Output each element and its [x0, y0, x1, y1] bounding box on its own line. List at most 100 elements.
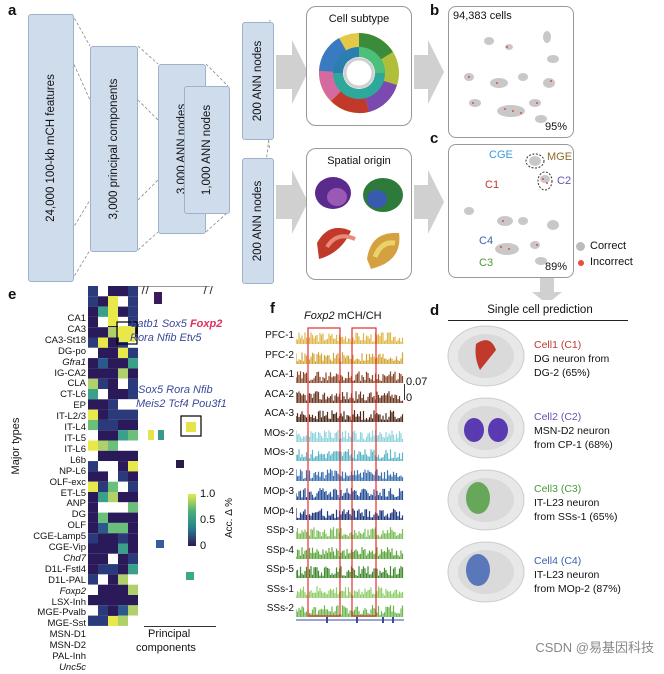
heatmap-cell: [88, 296, 98, 307]
heatmap-cell: [118, 461, 128, 472]
heatmap-row-label: MSN-D2: [49, 640, 86, 652]
heatmap-cell: [118, 564, 128, 575]
heatmap-cell: [118, 419, 128, 431]
colorbar: [188, 494, 196, 546]
brain-render: [446, 324, 526, 388]
brain-render: [446, 540, 526, 604]
heatmap-cell: [98, 389, 108, 400]
heatmap-cell: [98, 316, 108, 328]
heatmap-cell: [118, 337, 128, 348]
heatmap-cell: [128, 512, 138, 523]
legend-incorrect: Incorrect: [590, 256, 633, 268]
cell-line1: IT-L23 neuron: [534, 569, 600, 581]
heatmap-cell: [128, 553, 138, 565]
heatmap-row-label: Chd7: [63, 552, 86, 564]
pc-axis-line: [144, 626, 216, 627]
heatmap-cell: [108, 358, 118, 369]
cell-head: Cell1 (C1): [534, 339, 582, 351]
heatmap-cell: [118, 368, 128, 379]
heatmap-cell: [118, 378, 128, 389]
heatmap-cell: [88, 564, 98, 575]
track-label: ACA-1: [264, 369, 294, 380]
track-label: MOs-3: [264, 447, 294, 458]
heatmap-cell: [118, 492, 128, 503]
heatmap-cell: [98, 286, 108, 297]
heatmap-cell: [98, 337, 108, 348]
heatmap-cell: [88, 358, 98, 369]
colorbar-title-text: Acc. Δ %: [224, 498, 235, 539]
heatmap-cell: [98, 368, 108, 379]
cell-subtype-sunburst: [318, 33, 399, 114]
input-layer-label: 24,000 100-kb mCH features: [45, 74, 57, 222]
heatmap-cell: [128, 615, 138, 626]
heatmap-row-label: IT-L6: [64, 443, 86, 455]
heatmap-row-label: OLF: [67, 520, 86, 532]
heatmap-row-label: EP: [73, 400, 86, 412]
panel-e-label: e: [8, 286, 17, 303]
track-label: SSs-2: [266, 603, 294, 614]
heatmap-cell: [108, 574, 118, 585]
pca-layer-box: 3,000 principal components: [90, 46, 138, 252]
heatmap-cell: [88, 533, 98, 544]
cell-line1: MSN-D2 neuron: [534, 425, 610, 437]
track-label: SSs-1: [266, 583, 294, 595]
heatmap-row-label: IG-CA2: [54, 367, 86, 379]
heatmap-row-label: CT-L6: [60, 389, 86, 401]
heatmap-cell: [98, 584, 108, 595]
heatmap-cell: [108, 327, 118, 338]
heatmap-cell: [88, 409, 98, 420]
branch1-layer-label: 200 ANN nodes: [252, 40, 264, 122]
panel-f-label: f: [270, 300, 275, 317]
heatmap-cell: [98, 533, 108, 544]
umap-c-points: [464, 153, 559, 265]
umap-c-mge: MGE: [547, 151, 573, 163]
heatmap-cell: [128, 347, 138, 359]
heatmap-cell: [98, 502, 108, 513]
heatmap-row-label: IT-L2/3: [56, 411, 86, 423]
heatmap-cell: [118, 399, 128, 410]
legend-correct: Correct: [590, 240, 627, 252]
track-label: MOp-2: [263, 466, 294, 478]
heatmap-row-label: CA3-St18: [44, 334, 86, 346]
heatmap-cell: [108, 492, 118, 503]
heatmap-cell: [128, 543, 138, 554]
umap-c-c4: C4: [479, 235, 494, 247]
heatmap-cell: [128, 306, 138, 317]
heatmap-cell: [98, 306, 108, 317]
track-label: MOp-4: [263, 505, 294, 517]
heatmap-cell: [108, 533, 118, 544]
heatmap-cell: [108, 553, 118, 565]
scale-bot: 0: [406, 392, 413, 404]
heatmap-row-label: MGE-Pvalb: [37, 607, 86, 619]
heatmap-cell: [118, 347, 128, 359]
colorbar-max: 1.0: [200, 488, 216, 500]
heatmap-cell: [98, 564, 108, 575]
heatmap-cell: [118, 409, 128, 420]
heatmap-cell: [88, 522, 98, 534]
cell-subtype-box: Cell subtype: [306, 6, 412, 126]
track-label: MOs-2: [264, 427, 294, 439]
genes-group2-line1: Sox5 Rora Nfib: [138, 384, 213, 396]
input-layer-box: 24,000 100-kb mCH features: [28, 14, 74, 282]
heatmap-row-label: CA3: [67, 323, 86, 335]
heatmap-row-label: ET-L5: [60, 487, 86, 499]
heatmap-cell: [108, 389, 118, 400]
heatmap-cell: [88, 316, 98, 328]
heatmap-row-label: OLF-exc: [49, 476, 86, 488]
heatmap-cell: [98, 553, 108, 565]
heatmap-cell: [128, 368, 138, 379]
heatmap-cell: [88, 492, 98, 503]
track-label: MOp-3: [263, 486, 294, 497]
heatmap-cell: [118, 605, 128, 616]
track-label: ACA-2: [264, 388, 294, 400]
heatmap-cell: [98, 409, 108, 420]
heatmap-cell: [118, 595, 128, 606]
heatmap-cell: [108, 378, 118, 389]
heatmap-cell: [98, 574, 108, 585]
heatmap-row-label: IT-L5: [64, 432, 86, 444]
branch2-layer-box: 200 ANN nodes: [242, 158, 274, 284]
umap-c-c1: C1: [485, 179, 500, 191]
heatmap-cell: [128, 358, 138, 369]
heatmap-cell: [88, 595, 98, 606]
track-signal: [296, 468, 404, 481]
